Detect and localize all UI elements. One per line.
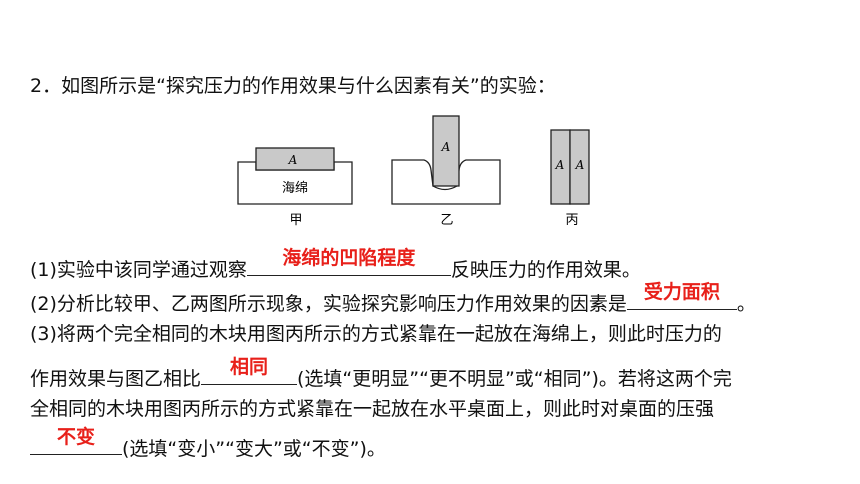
block-jia xyxy=(255,147,335,171)
question-title: 2．如图所示是“探究压力的作用效果与什么因素有关”的实验： xyxy=(30,74,556,98)
sponge-label: 海绵 xyxy=(282,181,308,196)
q2-line: (2)分析比较甲、乙两图所示现象，实验探究影响压力作用效果的因素是受力面积。 xyxy=(30,281,756,316)
q3-answer2-blank[interactable]: 不变 xyxy=(30,426,122,455)
caption-yi: 乙 xyxy=(440,213,453,228)
block-label-bing-left: A xyxy=(555,158,565,172)
caption-bing: 丙 xyxy=(565,213,578,228)
q2-answer: 受力面积 xyxy=(643,281,720,303)
figure-jia: A 海绵 甲 xyxy=(237,147,353,228)
figure-bing: A A 丙 xyxy=(550,129,590,228)
figure-yi: A 乙 xyxy=(391,115,501,228)
q3-answer2: 不变 xyxy=(56,426,95,448)
q3-line1: (3)将两个完全相同的木块用图丙所示的方式紧靠在一起放在海绵上，则此时压力的 xyxy=(30,322,722,346)
block-bing-left xyxy=(550,129,571,205)
block-yi xyxy=(432,115,460,187)
sponge-jia xyxy=(237,161,353,205)
q3-line1-text: (3)将两个完全相同的木块用图丙所示的方式紧靠在一起放在海绵上，则此时压力的 xyxy=(30,323,722,345)
block-label-bing-right: A xyxy=(575,158,585,172)
q3-line3: 全相同的木块用图丙所示的方式紧靠在一起放在水平桌面上，则此时对桌面的压强 xyxy=(30,397,714,421)
q3-line2-before: 作用效果与图乙相比 xyxy=(30,368,202,390)
caption-jia: 甲 xyxy=(289,213,302,228)
q3-answer1-blank[interactable]: 相同 xyxy=(201,356,298,385)
q1-answer: 海绵的凹陷程度 xyxy=(282,247,416,269)
q2-before: (2)分析比较甲、乙两图所示现象，实验探究影响压力作用效果的因素是 xyxy=(30,293,627,315)
q3-answer1: 相同 xyxy=(230,356,269,378)
q3-line3-text: 全相同的木块用图丙所示的方式紧靠在一起放在水平桌面上，则此时对桌面的压强 xyxy=(30,398,715,420)
q2-answer-blank[interactable]: 受力面积 xyxy=(626,281,737,310)
q3-line2: 作用效果与图乙相比 相同 (选填“更明显”“更不明显”或“相同”)。若将这两个完 xyxy=(30,356,732,391)
block-label-jia: A xyxy=(288,153,298,167)
q1-line: (1)实验中该同学通过观察 海绵的凹陷程度反映压力的作用效果。 xyxy=(30,247,641,282)
q1-before: (1)实验中该同学通过观察 xyxy=(30,259,247,281)
block-bing-right xyxy=(569,129,590,205)
question-title-text: 2．如图所示是“探究压力的作用效果与什么因素有关”的实验： xyxy=(30,75,556,97)
q2-after: 。 xyxy=(736,293,756,315)
block-label-yi: A xyxy=(441,140,451,154)
q1-answer-blank[interactable]: 海绵的凹陷程度 xyxy=(246,247,451,276)
q1-after: 反映压力的作用效果。 xyxy=(450,259,641,281)
q3-line2-after: (选填“更明显”“更不明显”或“相同”)。若将这两个完 xyxy=(297,368,732,390)
q3-line4: 不变 (选填“变小”“变大”或“不变”)。 xyxy=(30,426,386,461)
q3-line4-after: (选填“变小”“变大”或“不变”)。 xyxy=(122,438,386,460)
sponge-yi xyxy=(391,159,501,205)
